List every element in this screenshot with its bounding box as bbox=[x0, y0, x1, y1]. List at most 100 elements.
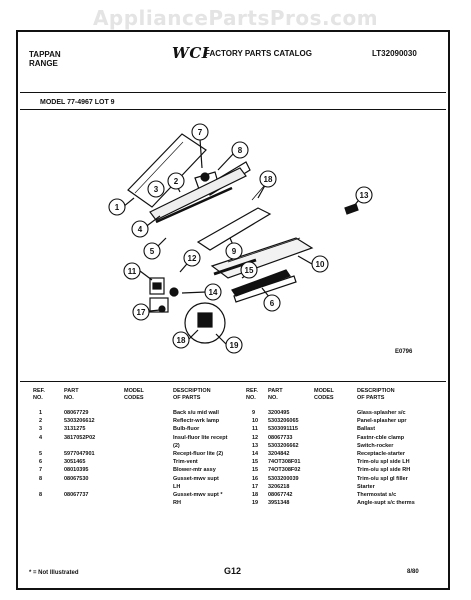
cell-ref: 9 bbox=[252, 410, 256, 416]
cell-part: 3204842 bbox=[268, 451, 290, 457]
cell-ref: 14 bbox=[252, 451, 259, 457]
svg-text:11: 11 bbox=[128, 267, 137, 276]
cell-part: 3951348 bbox=[268, 500, 290, 507]
callout-7: 7 bbox=[191, 123, 209, 141]
catalog-id: LT32090030 bbox=[372, 49, 417, 58]
callout-12: 12 bbox=[183, 249, 201, 267]
callout-4: 4 bbox=[131, 220, 149, 238]
svg-text:15: 15 bbox=[245, 266, 254, 275]
svg-text:12: 12 bbox=[188, 254, 197, 263]
part-switch bbox=[344, 203, 359, 215]
model-line: MODEL 77-4967 LOT 9 bbox=[40, 99, 115, 106]
callout-19: 19 bbox=[225, 336, 243, 354]
cell-desc: Switch-rocker bbox=[357, 442, 394, 449]
callout-10: 10 bbox=[311, 255, 329, 273]
cell-desc: Trim-vent bbox=[173, 459, 198, 466]
cell-desc: Angle-supt s/c therms bbox=[357, 500, 415, 507]
cell-part: 5303206662 bbox=[268, 442, 299, 449]
svg-text:2: 2 bbox=[174, 177, 179, 186]
cell-desc: Starter bbox=[357, 483, 375, 490]
callout-9: 9 bbox=[225, 242, 243, 260]
svg-text:4: 4 bbox=[138, 225, 143, 234]
callout-6: 6 bbox=[263, 294, 281, 312]
header-divider bbox=[20, 92, 446, 93]
svg-text:18: 18 bbox=[264, 175, 273, 184]
callout-3: 3 bbox=[147, 180, 165, 198]
figure-code: E0796 bbox=[395, 349, 413, 355]
product-type: RANGE bbox=[29, 59, 58, 68]
cell-part: 3051465 bbox=[64, 459, 86, 466]
cell-part: 5977047901 bbox=[64, 451, 95, 457]
cell-ref: 6 bbox=[39, 459, 43, 466]
watermark: AppliancePartsPros.com bbox=[92, 6, 379, 30]
cell-desc: Reflectr-wrk lamp bbox=[173, 418, 220, 425]
header-ref-left: REF.NO. bbox=[33, 388, 45, 401]
cell-desc: Gusset-mwv supt * bbox=[173, 492, 223, 498]
cell-part: 3131275 bbox=[64, 426, 86, 433]
cell-part: 74OT308F01 bbox=[268, 459, 301, 466]
cell-ref: 1 bbox=[39, 410, 43, 416]
cell-part: 3200495 bbox=[268, 410, 290, 416]
cell-part: 5303206065 bbox=[268, 418, 299, 425]
cell-desc: Gusset-mwv supt bbox=[173, 475, 219, 482]
catalog-page-frame bbox=[16, 30, 450, 590]
cell-ref: 19 bbox=[252, 500, 259, 507]
cell-part: 08067530 bbox=[64, 475, 89, 482]
brand-block: TAPPAN RANGE bbox=[29, 50, 61, 68]
header-ref-right: REF.NO. bbox=[246, 388, 258, 401]
svg-text:3: 3 bbox=[154, 185, 159, 194]
catalog-title: FACTORY PARTS CATALOG bbox=[205, 49, 312, 58]
cell-part: 08067729 bbox=[64, 410, 89, 416]
cell-part: 5303200039 bbox=[268, 475, 299, 482]
cell-desc: Bulb-fluor bbox=[173, 426, 200, 433]
cell-part: 08010395 bbox=[64, 467, 89, 474]
part-reflector bbox=[149, 167, 247, 221]
callout-18b: 18 bbox=[172, 331, 190, 349]
cell-ref: 15 bbox=[252, 467, 259, 474]
cell-desc: Recept-fluor lite (2) bbox=[173, 451, 224, 457]
cell-part: 08067733 bbox=[268, 434, 293, 441]
cell-part: 5303091115 bbox=[268, 426, 298, 433]
cell-ref: 11 bbox=[252, 426, 258, 433]
cell-desc: Back s/u mid wall bbox=[173, 410, 219, 416]
callout-2: 2 bbox=[167, 172, 185, 190]
cell-ref: 4 bbox=[39, 434, 43, 441]
callout-5: 5 bbox=[143, 242, 161, 260]
cell-desc: Insul-fluor lite recept bbox=[173, 434, 228, 441]
cell-desc: Blower-mtr assy bbox=[173, 467, 216, 474]
callout-8: 8 bbox=[231, 141, 249, 159]
svg-text:17: 17 bbox=[137, 308, 146, 317]
cell-part: 74OT308F02 bbox=[268, 467, 301, 474]
cell-desc: Receptacle-starter bbox=[357, 451, 405, 457]
callout-11: 11 bbox=[123, 262, 141, 280]
wci-logo: WCI bbox=[172, 44, 210, 62]
footnote: * = Not Illustrated bbox=[29, 570, 79, 576]
cell-ref: 8 bbox=[39, 492, 43, 498]
svg-text:14: 14 bbox=[209, 288, 218, 297]
cell-ref: 18 bbox=[252, 492, 259, 498]
cell-part: 3817052P02 bbox=[64, 434, 96, 441]
callout-14: 14 bbox=[204, 283, 222, 301]
table-divider bbox=[20, 381, 446, 382]
cell-ref: 16 bbox=[252, 475, 259, 482]
page-number: G12 bbox=[224, 566, 242, 576]
cell-ref: 5 bbox=[39, 451, 43, 457]
svg-text:7: 7 bbox=[198, 128, 203, 137]
cell-ref: 15 bbox=[252, 459, 259, 466]
callout-15: 15 bbox=[240, 261, 258, 279]
model-divider bbox=[20, 109, 446, 110]
cell-desc: Trim-o/u spl side LH bbox=[357, 459, 410, 466]
cell-desc: (2) bbox=[173, 442, 180, 449]
svg-text:9: 9 bbox=[232, 247, 237, 256]
cell-part: 08067737 bbox=[64, 492, 89, 498]
svg-text:8: 8 bbox=[238, 146, 243, 155]
cell-desc: Trim-o/u spl gl filler bbox=[357, 475, 408, 482]
cell-desc: Trim-o/u spl side RH bbox=[357, 467, 411, 474]
cell-ref: 3 bbox=[39, 426, 43, 433]
part-back-wall bbox=[127, 133, 207, 208]
cell-ref: 12 bbox=[252, 434, 259, 441]
